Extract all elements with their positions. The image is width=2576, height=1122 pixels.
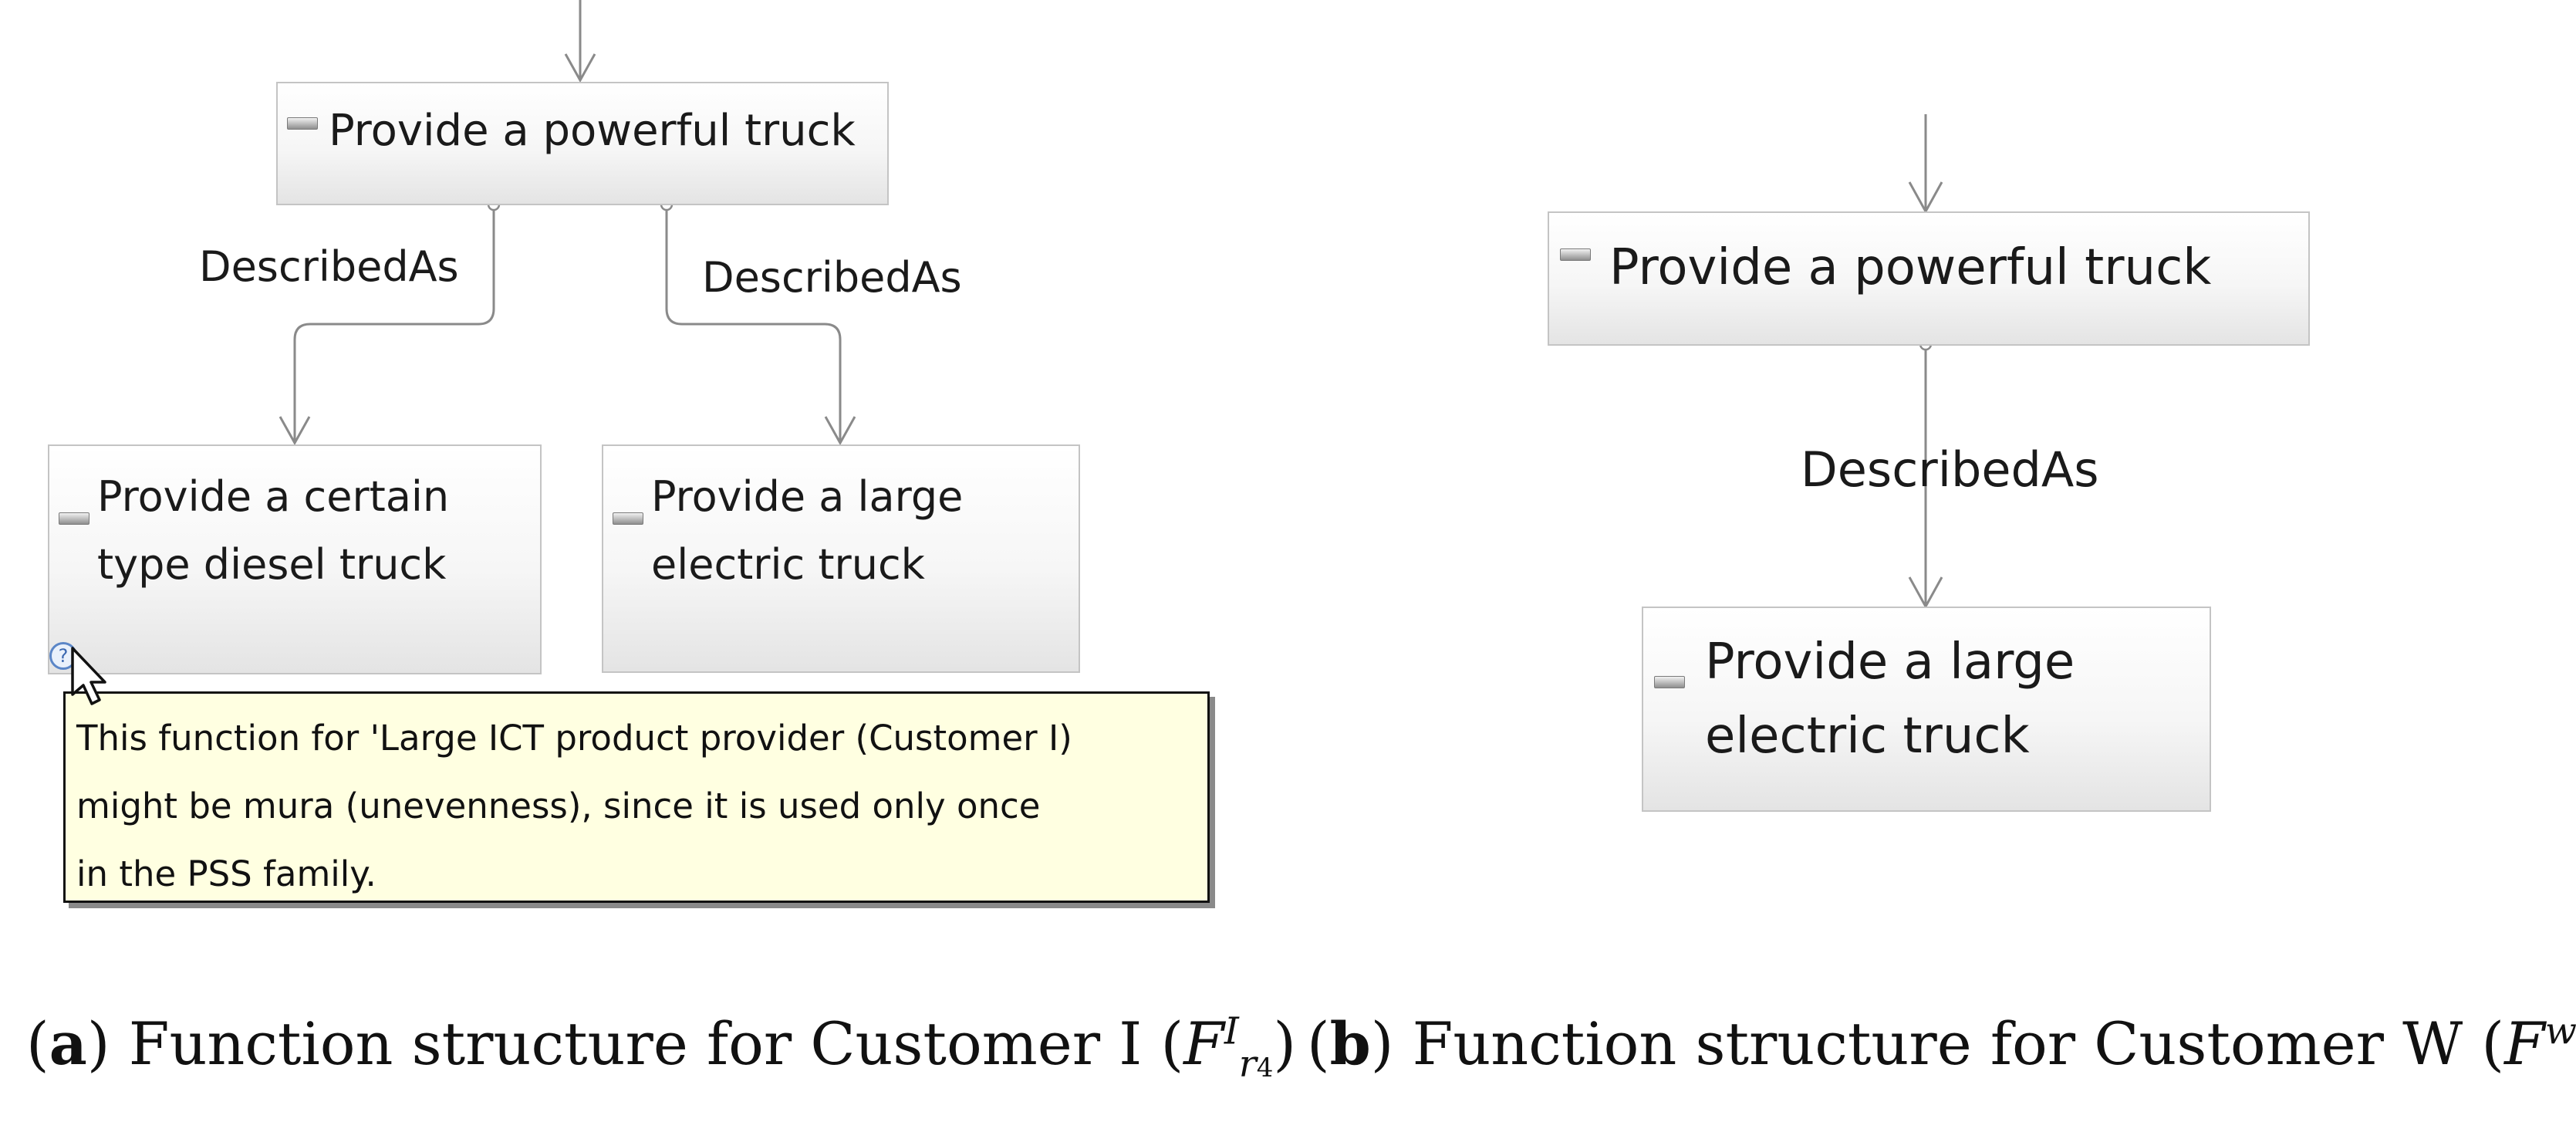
collapse-icon[interactable] — [287, 117, 318, 130]
caption-b: (b) Function structure for Customer W (F… — [1307, 1009, 2576, 1078]
node-label-line: Provide a large — [651, 472, 964, 521]
caption-sup: I — [1224, 1009, 1239, 1053]
tooltip-line: in the PSS family. — [76, 853, 376, 894]
caption-letter: b — [1329, 1009, 1371, 1078]
node-label: Provide a powerful truck — [1609, 239, 2212, 296]
function-node-diesel-a[interactable]: Provide a certain type diesel truck — [48, 444, 542, 674]
node-label: Provide a certain type diesel truck — [97, 463, 449, 599]
mura-tooltip: This function for 'Large ICT product pro… — [63, 691, 1210, 903]
node-label-line: type diesel truck — [97, 540, 447, 589]
node-label-line: Provide a large — [1705, 634, 2075, 691]
edge-label-left-a: DescribedAs — [199, 242, 459, 291]
collapse-icon[interactable] — [59, 512, 89, 525]
node-label-line: electric truck — [651, 540, 925, 589]
caption-sub: r — [1238, 1043, 1257, 1087]
function-node-electric-a[interactable]: Provide a large electric truck — [602, 444, 1080, 673]
node-label: Provide a large electric truck — [1705, 625, 2075, 773]
node-label: Provide a large electric truck — [651, 463, 963, 599]
caption-letter: a — [49, 1009, 87, 1078]
collapse-icon[interactable] — [1654, 676, 1685, 688]
caption-text: Function structure for Customer I — [128, 1009, 1143, 1078]
function-node-top-a[interactable]: Provide a powerful truck — [276, 82, 889, 205]
caption-subsub: 4 — [1256, 1053, 1274, 1084]
edge-label-b: DescribedAs — [1801, 441, 2099, 498]
node-label-line: Provide a certain — [97, 472, 450, 521]
edge-label-right-a: DescribedAs — [702, 253, 962, 302]
caption-a: (a) Function structure for Customer I (F… — [26, 1009, 1297, 1087]
caption-sup: w — [2544, 1009, 2576, 1053]
edge-left-a — [279, 204, 495, 446]
caption-symbol: F — [1183, 1009, 1224, 1078]
caption-text: Function structure for Customer W — [1412, 1009, 2463, 1078]
node-label-line: electric truck — [1705, 708, 2030, 765]
collapse-icon[interactable] — [613, 512, 643, 525]
tooltip-line: might be mura (unevenness), since it is … — [76, 786, 1041, 826]
caption-symbol: F — [2504, 1009, 2545, 1078]
node-label: Provide a powerful truck — [329, 106, 856, 156]
function-node-electric-b[interactable]: Provide a large electric truck — [1642, 607, 2211, 812]
function-node-top-b[interactable]: Provide a powerful truck — [1548, 211, 2310, 346]
edge-right-a — [665, 204, 856, 446]
mouse-cursor-icon — [71, 647, 106, 705]
incoming-arrow-b — [1908, 114, 1943, 215]
incoming-arrow-a — [564, 0, 596, 83]
tooltip-line: This function for 'Large ICT product pro… — [76, 718, 1072, 759]
collapse-icon[interactable] — [1560, 248, 1591, 261]
